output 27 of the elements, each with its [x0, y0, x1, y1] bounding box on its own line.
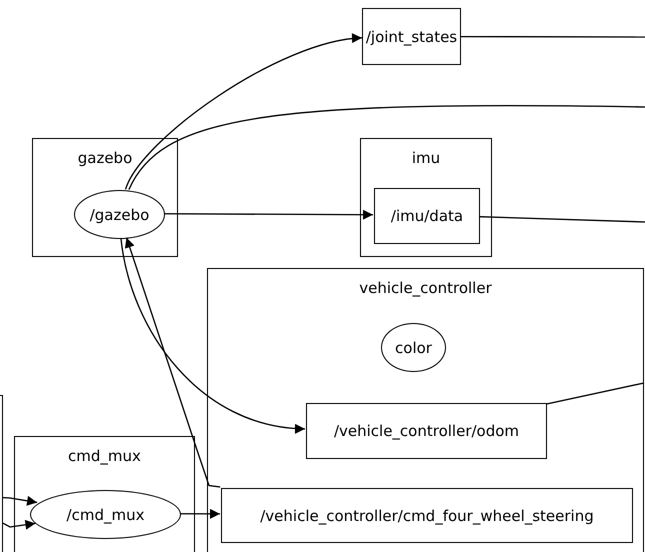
topic-name: /vehicle_controller/odom: [334, 422, 520, 440]
arrow: [164, 210, 373, 220]
topic-box: [362, 8, 461, 65]
arrow: [124, 34, 362, 190]
arrow: [124, 237, 220, 488]
topic-name: /vehicle_controller/cmd_four_wheel_steering: [260, 506, 594, 524]
topic-box: [306, 403, 547, 459]
topic-box: [221, 488, 633, 543]
cluster-frame: [360, 138, 492, 257]
node-name: /gazebo: [90, 206, 150, 224]
cluster-frame: [32, 138, 178, 257]
cluster-label: vehicle_controller: [358, 279, 493, 297]
ellipse-node: [30, 490, 181, 539]
cluster-label: imu: [410, 149, 442, 167]
node-name: color: [395, 338, 432, 356]
arrow: [120, 238, 306, 434]
cluster-frame: [14, 436, 195, 552]
node-name: /cmd_mux: [66, 506, 144, 524]
cluster-frame: [207, 268, 644, 552]
topic-box: [374, 188, 480, 244]
arrow: [2, 496, 38, 506]
arrow: [2, 520, 36, 530]
topic-name: /imu/data: [390, 207, 464, 225]
topic-name: /joint_states: [366, 28, 458, 46]
cluster-label: gazebo: [76, 149, 134, 167]
arrow: [180, 508, 220, 519]
cluster-label: cmd_mux: [67, 447, 142, 465]
